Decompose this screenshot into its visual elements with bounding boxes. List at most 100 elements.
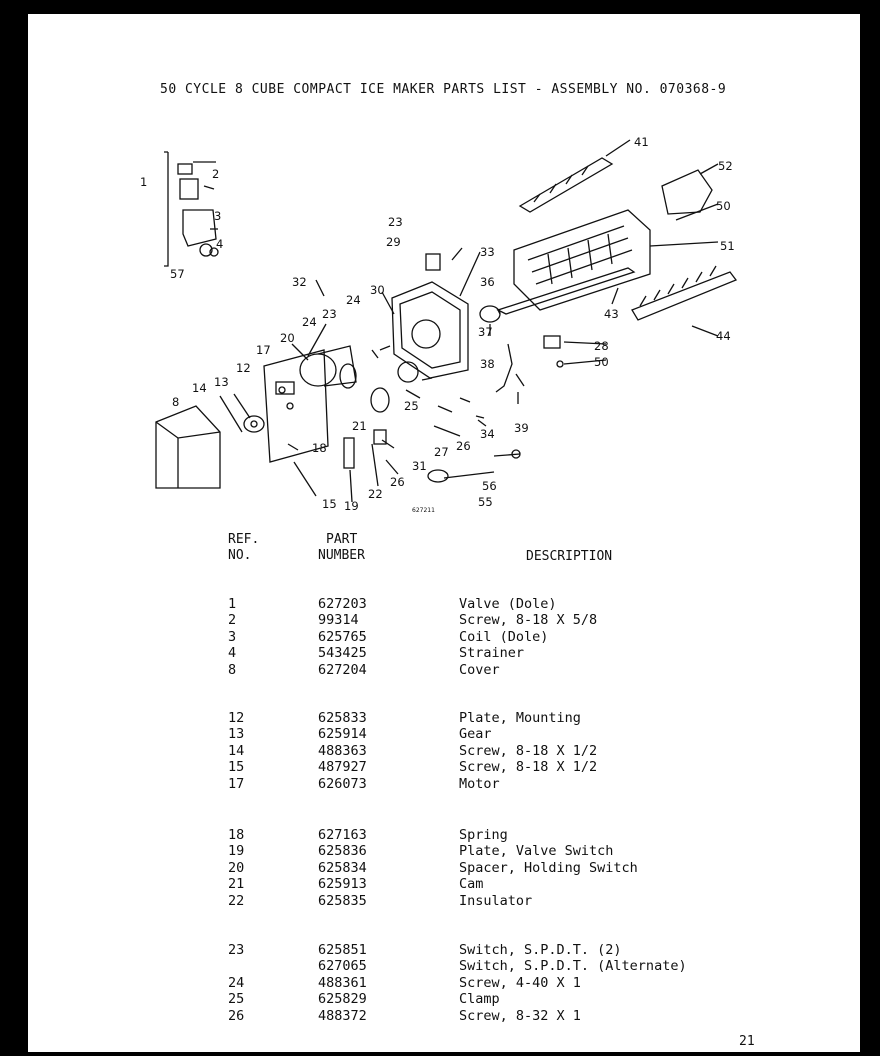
callout-43: 43	[604, 307, 619, 321]
part-number-cell: 625913	[318, 876, 367, 893]
ref-no-cell: 23	[228, 942, 245, 958]
description-cell: Strainer	[459, 645, 525, 662]
callout-41: 41	[634, 135, 649, 149]
callout-57: 57	[170, 267, 185, 281]
ref-no-cell: 15	[228, 759, 245, 776]
callout-29: 29	[386, 235, 401, 249]
ref-no-cell: 19	[228, 843, 245, 860]
callout-37: 37	[478, 325, 493, 339]
description-cell: Gear	[459, 726, 492, 743]
part-number-cell: 627065	[318, 958, 367, 975]
callout-27: 27	[434, 445, 449, 459]
exploded-parts-diagram: 1 2 3 4 57 8 12 13 14 15 17 18 19 20 21 …	[140, 135, 738, 514]
part-number-cell: 488363	[318, 742, 367, 759]
ref-no-cell: 3	[228, 628, 237, 645]
callout-23a: 23	[388, 215, 403, 229]
ref-no-cell: 14	[228, 742, 245, 759]
callout-15: 15	[322, 497, 337, 511]
part-number-cell: 625851	[318, 942, 367, 958]
callout-33: 33	[480, 245, 495, 259]
part-number-cell: 625836	[318, 843, 367, 860]
callout-34: 34	[480, 427, 495, 441]
part-number-cell: 627204	[318, 661, 367, 678]
part-number-cell: 625835	[318, 892, 367, 909]
diagram-callouts: 1 2 3 4 57 8 12 13 14 15 17 18 19 20 21 …	[140, 135, 735, 513]
callout-24a: 24	[302, 315, 317, 329]
callout-32: 32	[292, 275, 307, 289]
callout-12: 12	[236, 361, 251, 375]
part-number-cell: 627203	[318, 596, 367, 612]
ref-no-cell: 18	[228, 827, 245, 843]
description-cell: Screw, 8-18 X 1/2	[459, 759, 598, 776]
part-number-header: PART NUMBER	[318, 532, 365, 563]
description-cell: Screw, 8-18 X 5/8	[459, 612, 598, 629]
callout-19: 19	[344, 499, 359, 513]
callout-21: 21	[352, 419, 367, 433]
part-number-cell: 626073	[318, 775, 367, 792]
ref-no-cell: 4	[228, 645, 237, 662]
callout-56: 56	[482, 479, 497, 493]
callout-23b: 23	[322, 307, 337, 321]
description-cell: Insulator	[459, 892, 533, 909]
callout-30: 30	[370, 283, 385, 297]
callout-26b: 26	[390, 475, 405, 489]
description-cell: Valve (Dole)	[459, 596, 557, 612]
description-cell: Clamp	[459, 991, 500, 1008]
description-cell: Plate, Valve Switch	[459, 843, 614, 860]
ref-no-cell: 20	[228, 859, 245, 876]
description-cell: Cam	[459, 876, 484, 893]
description-cell: Cover	[459, 661, 500, 678]
part-number-cell: 625914	[318, 726, 367, 743]
ref-no-cell: 26	[228, 1007, 245, 1024]
callout-50b: 50	[594, 355, 609, 369]
callout-50a: 50	[716, 199, 731, 213]
part-number-cell: 488372	[318, 1007, 367, 1024]
callout-22: 22	[368, 487, 383, 501]
callout-1: 1	[140, 175, 147, 189]
part-number-cell: 488361	[318, 974, 367, 991]
ref-no-cell: 2	[228, 612, 237, 629]
description-cell: Spring	[459, 827, 508, 843]
description-cell: Plate, Mounting	[459, 710, 581, 726]
ref-no-header: REF. NO.	[228, 532, 260, 563]
callout-28: 28	[594, 339, 609, 353]
part-number-cell: 543425	[318, 645, 367, 662]
callout-3: 3	[214, 209, 221, 223]
diagram-image-number: 627211	[412, 507, 435, 514]
description-cell: Screw, 4-40 X 1	[459, 974, 581, 991]
callout-4: 4	[216, 237, 223, 251]
page-number: 21	[739, 1034, 755, 1049]
callout-13: 13	[214, 375, 229, 389]
part-number-cell: 625765	[318, 628, 367, 645]
callout-26a: 26	[456, 439, 471, 453]
ref-no-cell: 13	[228, 726, 245, 743]
description-cell: Screw, 8-32 X 1	[459, 1007, 581, 1024]
ref-no-cell: 24	[228, 974, 245, 991]
part-number-cell: 625833	[318, 710, 367, 726]
callout-18: 18	[312, 441, 327, 455]
description-cell: Switch, S.P.D.T. (Alternate)	[459, 958, 687, 975]
description-cell: Coil (Dole)	[459, 628, 549, 645]
description-cell: Screw, 8-18 X 1/2	[459, 742, 598, 759]
ref-no-cell: 21	[228, 876, 245, 893]
ref-no-cell: 8	[228, 661, 237, 678]
callout-14: 14	[192, 381, 207, 395]
page-title: 50 CYCLE 8 CUBE COMPACT ICE MAKER PARTS …	[160, 82, 727, 97]
parts-sheet: 50 CYCLE 8 CUBE COMPACT ICE MAKER PARTS …	[28, 14, 860, 1052]
ref-no-cell: 1	[228, 596, 237, 612]
callout-2: 2	[212, 167, 219, 181]
part-number-cell: 99314	[318, 612, 359, 629]
ref-no-cell: 22	[228, 892, 245, 909]
part-number-cell: 625829	[318, 991, 367, 1008]
callout-31: 31	[412, 459, 427, 473]
callout-36: 36	[480, 275, 495, 289]
callout-52: 52	[718, 159, 733, 173]
callout-51: 51	[720, 239, 735, 253]
callout-8: 8	[172, 395, 179, 409]
callout-39: 39	[514, 421, 529, 435]
callout-20: 20	[280, 331, 295, 345]
callout-38: 38	[480, 357, 495, 371]
callout-44: 44	[716, 329, 731, 343]
description-header: DESCRIPTION	[526, 549, 613, 564]
ref-no-cell: 17	[228, 775, 245, 792]
